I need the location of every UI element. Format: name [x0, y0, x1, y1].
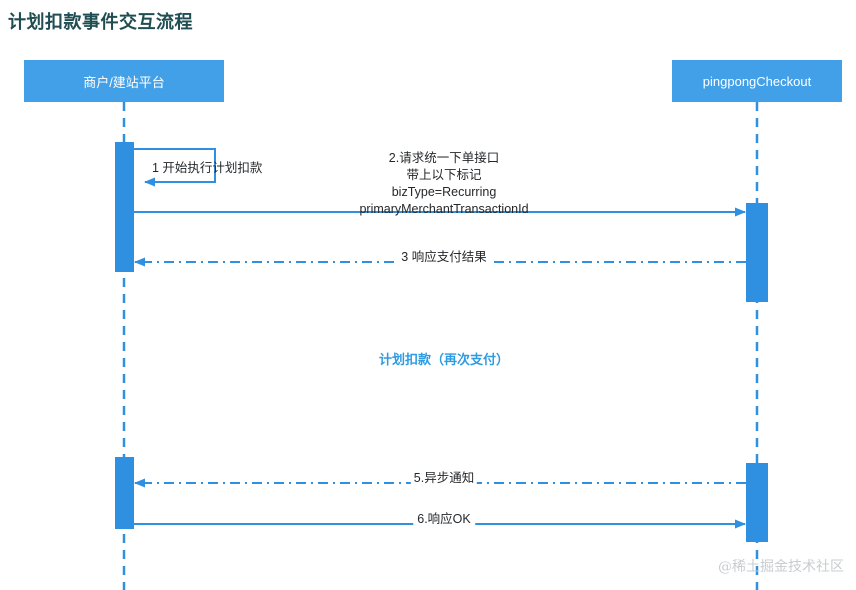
- message-arrow-1-self: [134, 148, 216, 187]
- note-label-recurring-payment: 计划扣款（再次支付）: [378, 352, 510, 367]
- message-label-6: 6.响应OK: [413, 511, 475, 528]
- activation-bar-merchant-2: [115, 457, 134, 529]
- message-label-2-line-3: bizType=Recurring: [391, 185, 497, 199]
- activation-bar-checkout-2: [746, 463, 768, 542]
- watermark: @稀土掘金技术社区: [718, 559, 844, 575]
- activation-bar-merchant-1: [115, 142, 134, 272]
- page-title: 计划扣款事件交互流程: [8, 12, 193, 32]
- message-label-2-line-2: 带上以下标记: [406, 168, 482, 182]
- message-label-5: 5.异步通知: [410, 470, 478, 487]
- participant-box-checkout[interactable]: pingpongCheckout: [672, 60, 842, 102]
- activation-bar-checkout-1: [746, 203, 768, 302]
- message-label-3: 3 响应支付结果: [397, 249, 491, 266]
- participant-label-checkout: pingpongCheckout: [702, 73, 812, 89]
- participant-box-merchant[interactable]: 商户/建站平台: [24, 60, 224, 102]
- message-label-1: 1 开始执行计划扣款: [152, 161, 263, 175]
- message-label-2-line-4: primaryMerchantTransactionId: [359, 202, 529, 216]
- message-label-2: 2.请求统一下单接口 带上以下标记 bizType=Recurring prim…: [359, 150, 528, 218]
- participant-label-merchant: 商户/建站平台: [83, 74, 165, 90]
- message-label-2-line-1: 2.请求统一下单接口: [388, 151, 500, 165]
